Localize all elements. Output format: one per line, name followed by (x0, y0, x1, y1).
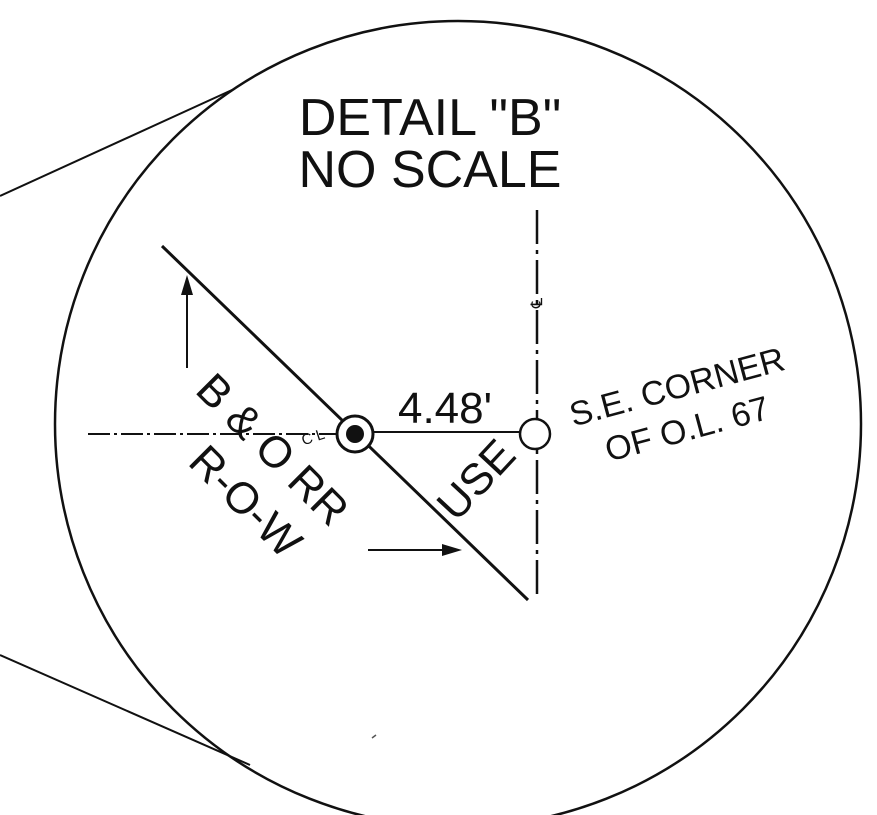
detail-circle (53, 19, 863, 815)
arrow-right-head (442, 544, 462, 556)
detail-title: DETAIL "B" (299, 89, 561, 147)
scale-note: NO SCALE (299, 141, 562, 199)
centerline-symbol-label: ℄ (529, 297, 546, 309)
use-label: USE (428, 430, 526, 530)
leader-line-top (0, 89, 233, 197)
corner-marker (518, 417, 552, 451)
leader-line-bottom (0, 654, 251, 766)
arrow-up-head (181, 275, 193, 295)
dimension-label: 4.48' (398, 384, 492, 433)
monument-inner-dot (346, 425, 364, 443)
centerline-mark: C L (299, 426, 326, 449)
stray-mark (371, 734, 377, 739)
